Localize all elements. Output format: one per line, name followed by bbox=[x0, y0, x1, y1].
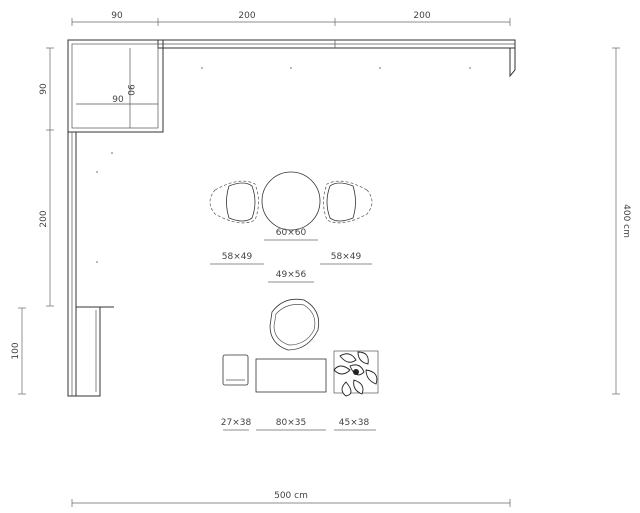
corner-unit: 90 90 bbox=[67, 39, 164, 133]
plant-icon bbox=[333, 350, 379, 397]
label-armchair: 49×56 bbox=[276, 270, 307, 280]
ceiling-markers bbox=[96, 67, 471, 263]
label-chair-right: 58×49 bbox=[331, 252, 362, 262]
label-side-stool: 27×38 bbox=[221, 418, 252, 428]
label-chair-left: 58×49 bbox=[222, 252, 253, 262]
dining-labels: 60×60 58×49 58×49 49×56 bbox=[210, 228, 372, 283]
left-wall-unit bbox=[67, 131, 114, 397]
label-plant: 45×38 bbox=[339, 418, 370, 428]
dim-left-top: 90 bbox=[39, 83, 49, 95]
dining-table bbox=[261, 171, 321, 231]
armchair bbox=[269, 298, 320, 351]
dim-left-mid: 200 bbox=[39, 210, 49, 227]
dim-left-bottom: 100 bbox=[11, 342, 21, 359]
dining-chair-left bbox=[209, 180, 259, 224]
coffee-table bbox=[255, 358, 327, 393]
top-wall-unit bbox=[157, 39, 516, 78]
top-dimensions: 90 200 200 bbox=[71, 11, 511, 26]
dim-top-left: 90 bbox=[111, 11, 123, 21]
dining-chair-right bbox=[323, 180, 373, 224]
dim-top-right: 200 bbox=[413, 11, 430, 21]
right-dimension: 400 cm bbox=[612, 47, 631, 395]
dim-top-mid: 200 bbox=[238, 11, 255, 21]
dim-right-total: 400 cm bbox=[621, 204, 631, 238]
corner-unit-width: 90 bbox=[112, 95, 124, 105]
bottom-dimension: 500 cm bbox=[71, 491, 511, 507]
label-dining-table: 60×60 bbox=[276, 228, 307, 238]
label-coffee-table: 80×35 bbox=[276, 418, 306, 428]
corner-unit-depth: 90 bbox=[125, 84, 135, 96]
left-dimensions: 90 200 100 bbox=[11, 47, 54, 395]
lounge-labels: 27×38 80×35 45×38 bbox=[221, 418, 376, 431]
side-stool bbox=[222, 354, 249, 386]
dim-bottom-total: 500 cm bbox=[274, 491, 308, 501]
